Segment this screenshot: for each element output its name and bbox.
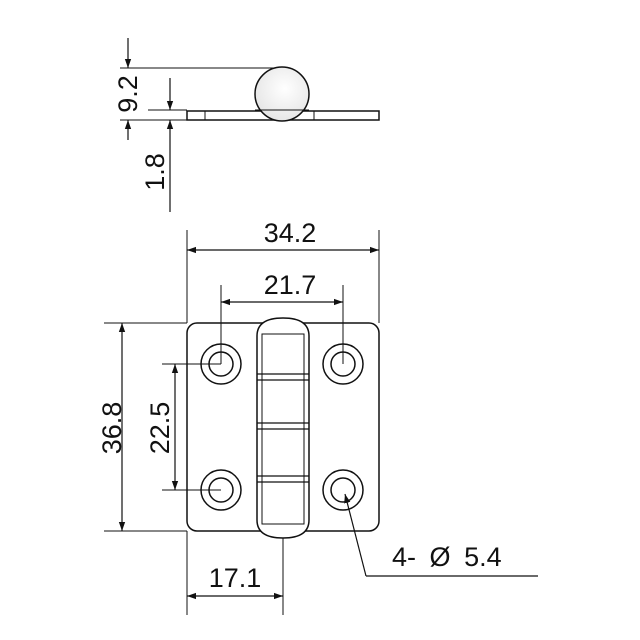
dim-text-overall-width: 34.2 — [264, 218, 317, 248]
hole-callout-leader — [344, 493, 367, 577]
dim-text-side-height: 9.2 — [113, 75, 143, 113]
hole-bottom-right — [322, 469, 364, 511]
dim-text-hole-spacing-h: 21.7 — [264, 270, 317, 300]
dim-text-hole-spacing-v: 22.5 — [145, 402, 175, 455]
knuckle-segments — [257, 373, 309, 483]
hole-callout-text: 4- Ø 5.4 — [392, 542, 502, 572]
dim-text-half-width: 17.1 — [209, 563, 262, 593]
dim-text-overall-height: 36.8 — [97, 402, 127, 455]
hole-callout-qty: 4- — [392, 542, 416, 572]
hole-callout-diameter: 5.4 — [464, 542, 502, 572]
dim-text-thickness: 1.8 — [140, 153, 170, 191]
diameter-symbol-icon: Ø — [430, 542, 451, 572]
front-knuckle — [256, 317, 310, 539]
front-view: 34.2 21.7 36.8 22.5 17.1 4- Ø 5.4 — [97, 218, 538, 615]
side-knuckle — [254, 66, 310, 122]
side-view: 9.2 1.8 — [113, 38, 380, 212]
